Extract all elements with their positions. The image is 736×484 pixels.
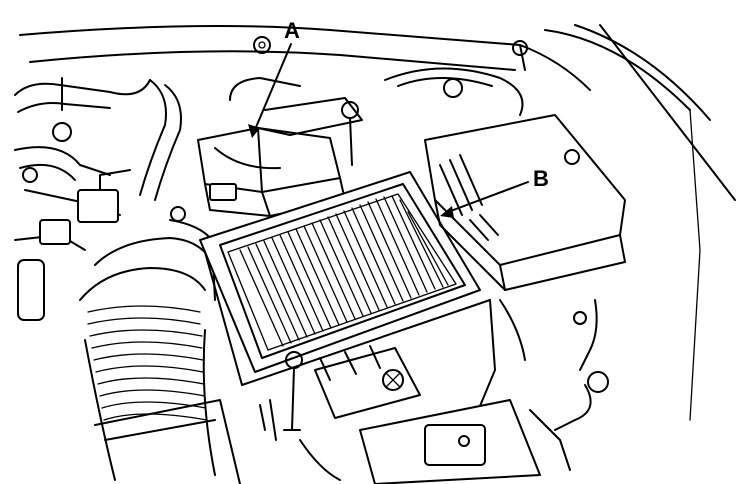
cowl-panel (19, 25, 591, 91)
callout-a: A (248, 18, 300, 138)
callout-b-label: B (533, 166, 549, 191)
resonator-duct (197, 77, 363, 217)
callout-a-arrowhead (248, 124, 260, 138)
air-filter-element (239, 195, 449, 347)
strut-tower (384, 67, 524, 116)
callout-b-arrowhead (440, 206, 454, 218)
left-hoses (14, 77, 182, 251)
left-components (17, 169, 131, 321)
bottom-components (94, 399, 571, 484)
callout-a-leader (253, 43, 292, 133)
callout-b: B (440, 166, 549, 218)
fuse-box (424, 114, 626, 291)
callout-b-leader (447, 181, 529, 213)
intake-hose (79, 206, 216, 481)
lower-bracket (283, 345, 421, 431)
right-fender (544, 24, 736, 421)
callout-a-label: A (284, 18, 300, 43)
